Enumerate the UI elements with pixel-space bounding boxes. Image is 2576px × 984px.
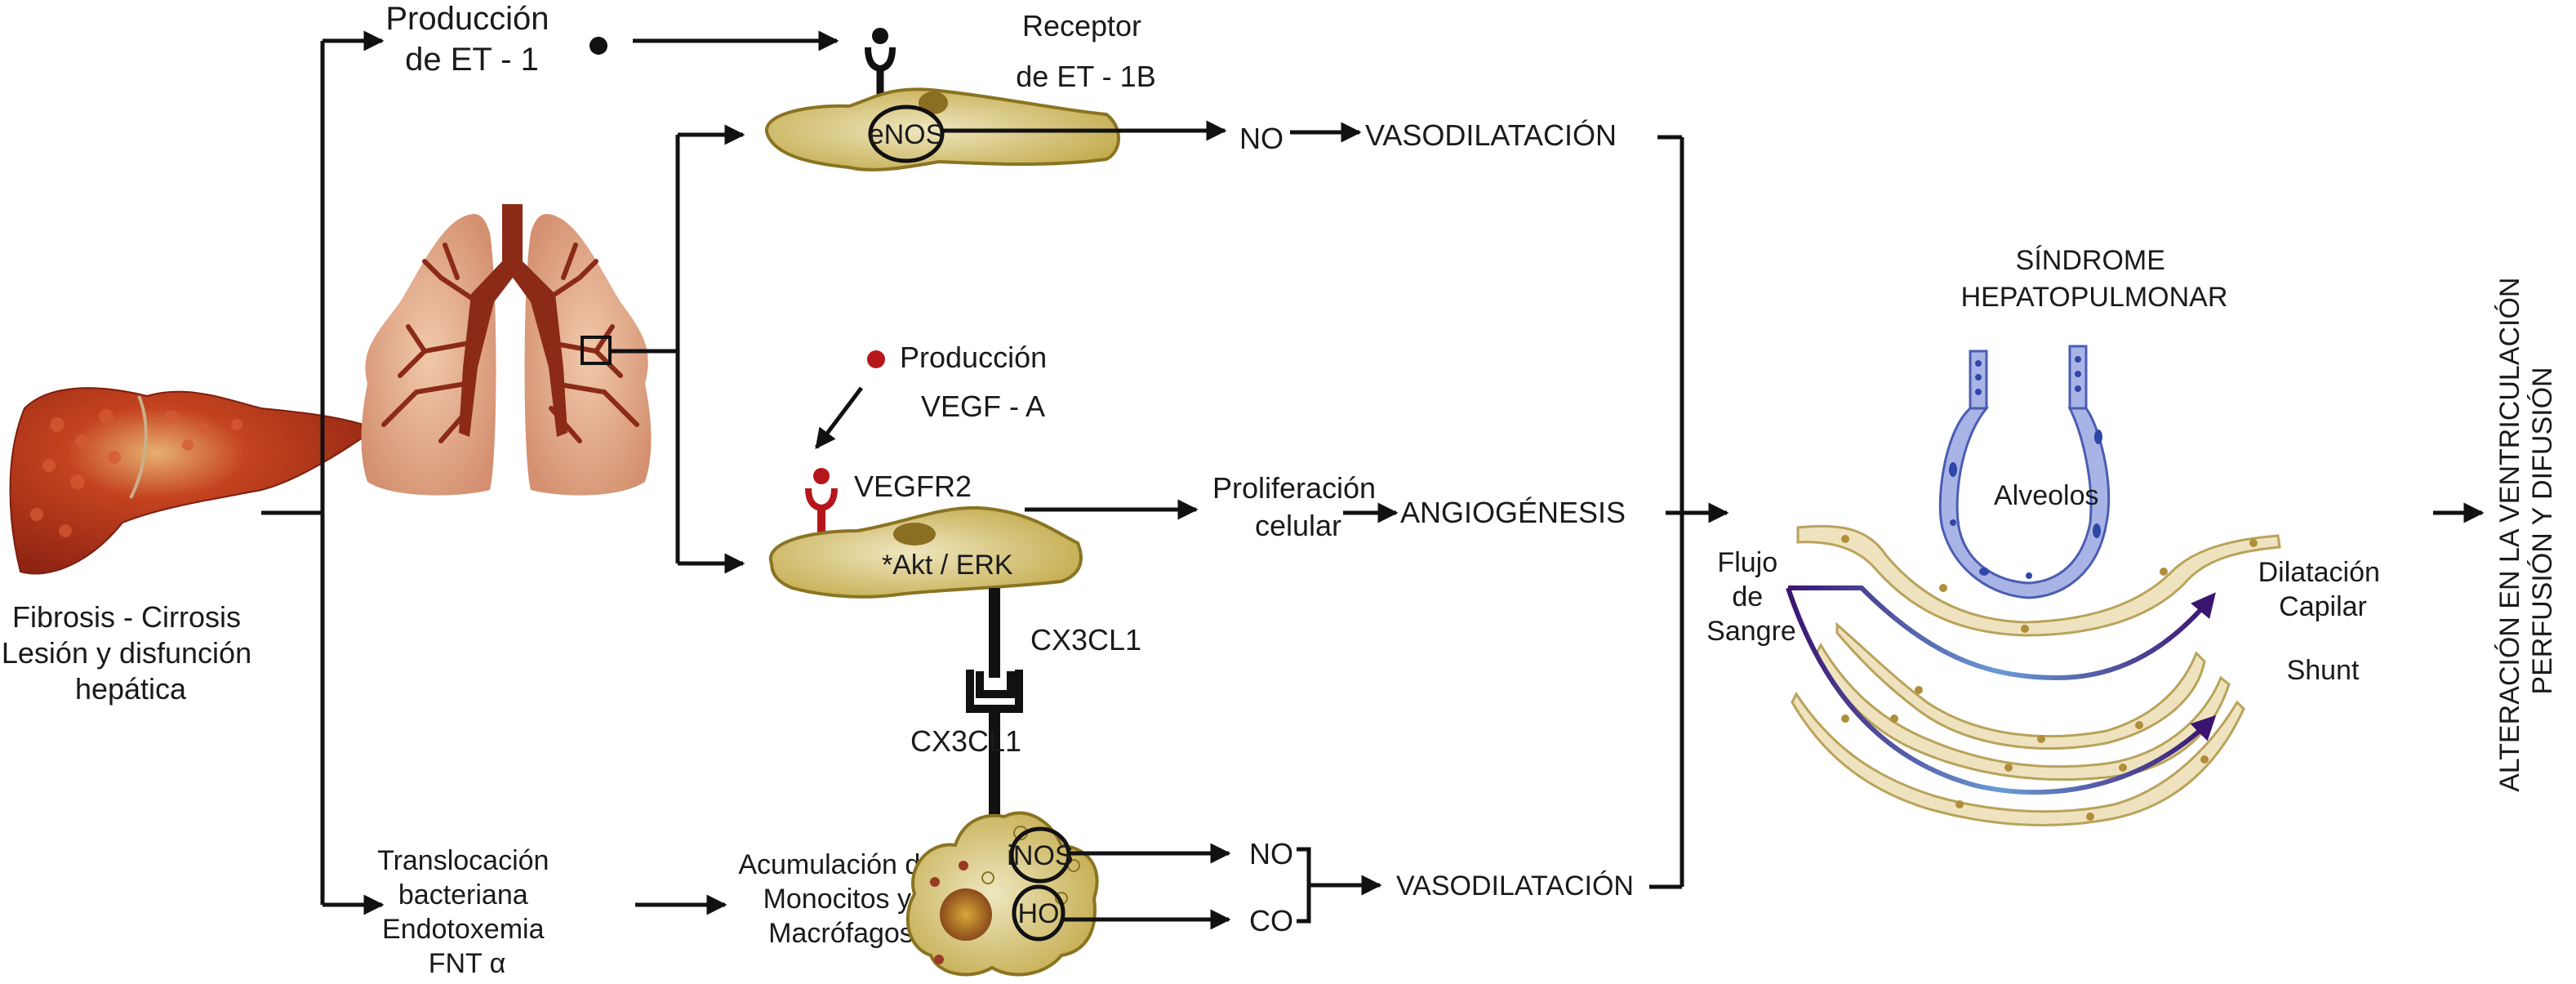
enos-circle bbox=[868, 105, 945, 163]
vegfr2-receptor-icon bbox=[805, 468, 838, 539]
vegf-molecule-icon bbox=[867, 350, 885, 368]
vasodilation-top-label: VASODILATACIÓN bbox=[1365, 118, 1617, 152]
macrophage-nucleus bbox=[940, 888, 992, 941]
lung-branch-connector bbox=[610, 124, 745, 574]
cell-nucleus bbox=[919, 91, 948, 114]
cell-nucleus bbox=[893, 523, 936, 545]
et1-molecule-icon bbox=[589, 37, 607, 55]
vegf-arrow bbox=[815, 386, 863, 449]
capillary-dilation-label: Dilatación Capilar bbox=[2258, 557, 2388, 622]
capillaries-icon bbox=[1791, 524, 2281, 827]
no-label-top: NO bbox=[1239, 122, 1284, 155]
liver-branch-connector bbox=[261, 30, 385, 915]
ho-circle bbox=[1012, 884, 1066, 942]
et1b-receptor-icon bbox=[865, 28, 896, 96]
et1b-receptor-label: Receptor de ET - 1B bbox=[1016, 9, 1155, 93]
et1-production-label: Producción de ET - 1 bbox=[385, 1, 558, 78]
blood-flow-label: Flujo de Sangre bbox=[1706, 547, 1796, 647]
cx3cl1-label-top: CX3CL1 bbox=[1030, 623, 1141, 657]
proliferation-label: Proliferación celular bbox=[1212, 471, 1384, 542]
liver-icon bbox=[9, 387, 378, 575]
co-label: CO bbox=[1249, 904, 1293, 937]
bacterial-translocation-label: Translocación bacteriana Endotoxemia FNT… bbox=[377, 845, 557, 979]
cx3cl1-connector bbox=[966, 588, 1023, 817]
angiogenesis-label: ANGIOGÉNESIS bbox=[1400, 496, 1626, 529]
lungs-icon bbox=[361, 204, 652, 496]
blood-flow-arrows bbox=[1786, 586, 2217, 795]
syndrome-title: SÍNDROME HEPATOPULMONAR bbox=[1961, 245, 2228, 313]
cx3cl1-label-bottom: CX3CL1 bbox=[910, 724, 1021, 758]
alveolus-icon bbox=[1938, 345, 2111, 599]
shunt-label: Shunt bbox=[2287, 655, 2360, 686]
no-co-bracket bbox=[1297, 847, 1382, 924]
inos-label: iNOS bbox=[1007, 840, 1073, 871]
akt-erk-label: *Akt / ERK bbox=[882, 550, 1013, 581]
outcome-label: ALTERACIÓN EN LA VENTRICULACIÓN PERFUSIÓ… bbox=[2494, 269, 2558, 792]
ho-label: HO bbox=[1018, 898, 1060, 929]
macrophage-cell bbox=[905, 811, 1099, 977]
alveoli-label: Alveolos bbox=[1994, 480, 2099, 511]
enos-label: eNOS bbox=[869, 119, 945, 150]
vegfr2-label: VEGFR2 bbox=[854, 470, 972, 503]
convergence-connector bbox=[1649, 135, 1729, 889]
endothelial-cell-middle bbox=[768, 505, 1083, 599]
no-label-bottom: NO bbox=[1249, 837, 1293, 870]
vegf-production-label: Producción VEGF - A bbox=[900, 341, 1055, 423]
monocyte-accumulation-label: Acumulación de Monocitos y Macrófagos bbox=[738, 849, 943, 949]
liver-caption: Fibrosis - Cirrosis Lesión y disfunción … bbox=[2, 600, 260, 706]
vasodilation-bottom-label: VASODILATACIÓN bbox=[1396, 870, 1634, 902]
